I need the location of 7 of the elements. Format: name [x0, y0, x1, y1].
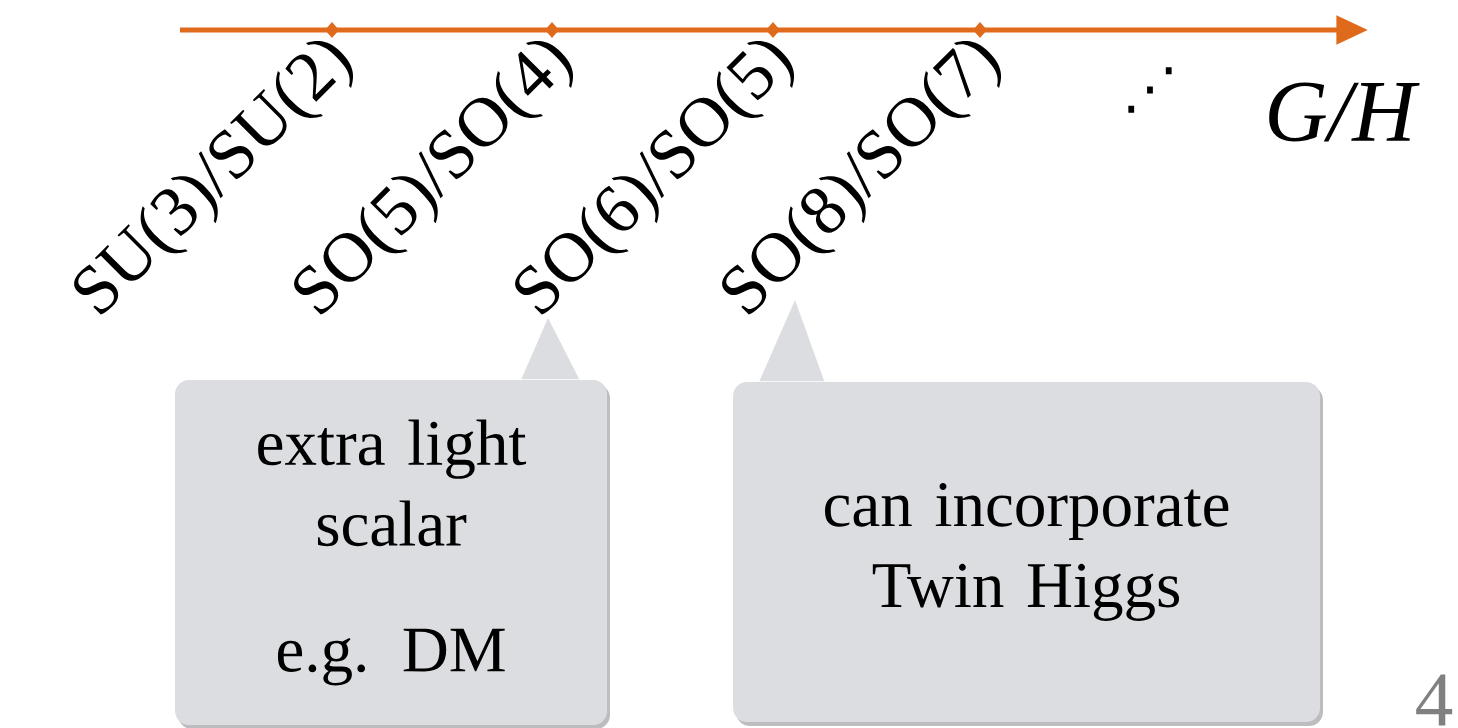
callout-box: can incorporate Twin Higgs [733, 382, 1323, 726]
page-number: 4 [1416, 674, 1453, 726]
ellipsis: ⋰ [1128, 67, 1172, 113]
callout-box: extra light scalar e.g. DM [175, 380, 610, 728]
callout-tail [521, 318, 580, 380]
callout-tail [759, 300, 825, 382]
quotient-label: G/H [1269, 82, 1420, 142]
